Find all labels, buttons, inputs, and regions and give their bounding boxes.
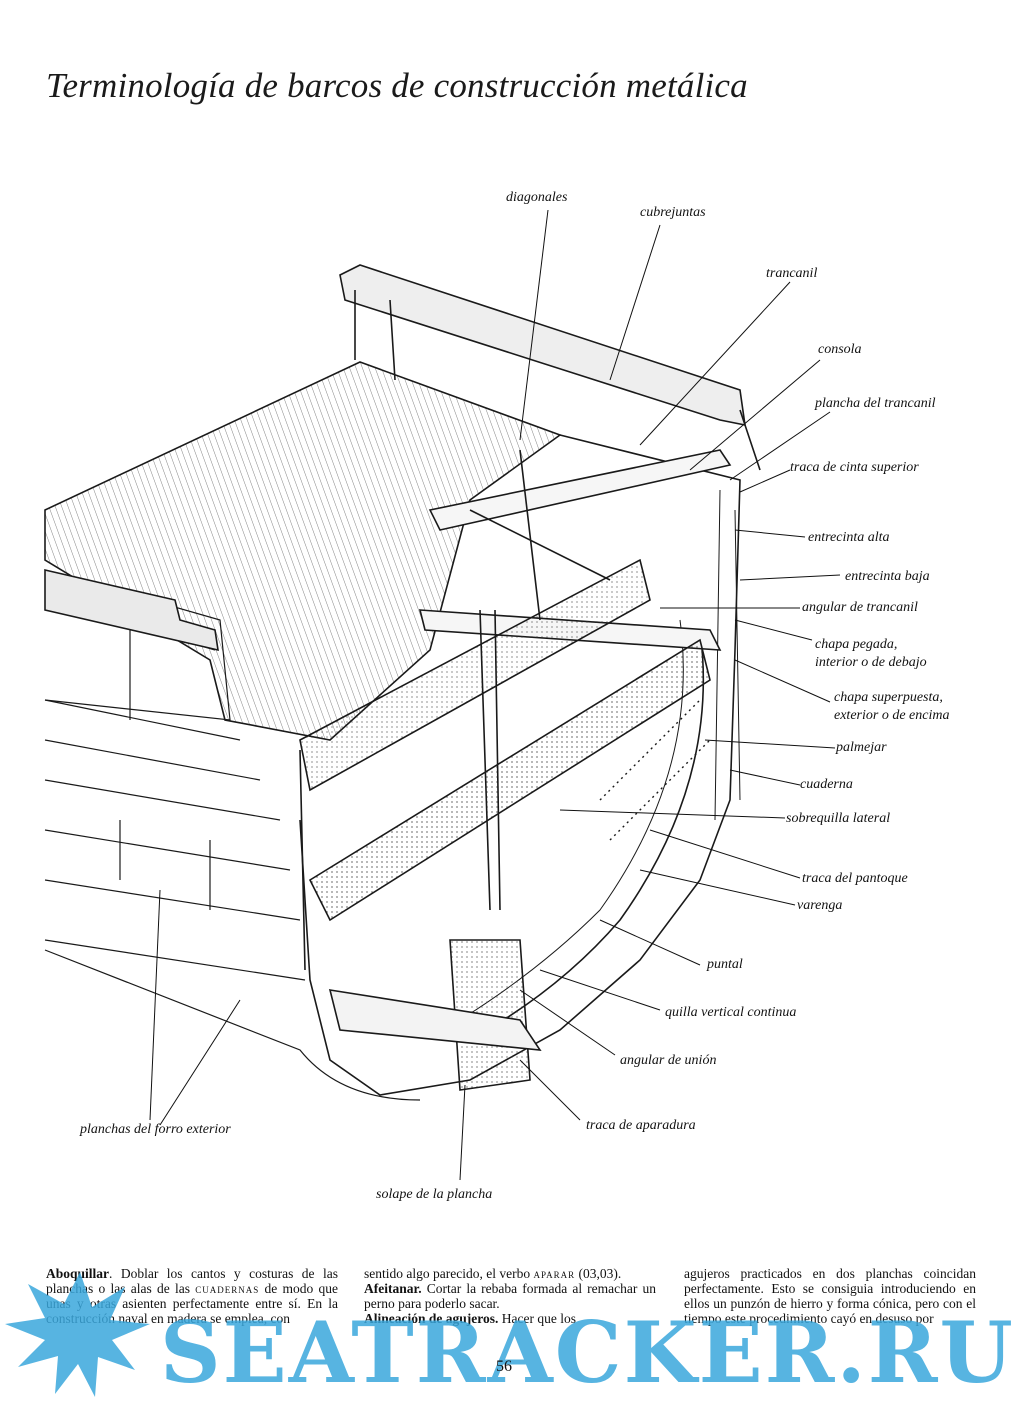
glossary-column-2: sentido algo parecido, el verbo aparar (… bbox=[364, 1266, 656, 1326]
term-afeitanar: Afeitanar. bbox=[364, 1281, 422, 1296]
ship-cross-section-drawing bbox=[44, 209, 841, 1181]
label-trancanil: trancanil bbox=[766, 266, 818, 281]
label-puntal: puntal bbox=[707, 957, 743, 972]
label-cuaderna: cuaderna bbox=[800, 777, 853, 792]
hull-side bbox=[299, 434, 741, 1096]
label-planchas-forro: planchas del forro exterior bbox=[80, 1122, 231, 1137]
label-entrecinta-alta: entrecinta alta bbox=[808, 530, 890, 545]
term-alineacion: Alineación de agujeros. bbox=[364, 1311, 499, 1326]
col3-text: agujeros practicados en dos planchas coi… bbox=[684, 1266, 976, 1326]
col2-text-b: (03,03). bbox=[575, 1266, 622, 1281]
diagonal-braces bbox=[469, 449, 611, 621]
label-diagonales: diagonales bbox=[506, 190, 568, 205]
glossary-column-1: Aboquillar. Doblar los cantos y costuras… bbox=[46, 1266, 338, 1326]
label-angular-union: angular de unión bbox=[620, 1053, 717, 1068]
label-chapa-superpuesta: chapa superpuesta, bbox=[834, 690, 943, 705]
col2-text-d: Hacer que los bbox=[498, 1311, 576, 1326]
label-traca-cinta: traca de cinta superior bbox=[790, 460, 919, 475]
label-consola: consola bbox=[818, 342, 862, 357]
label-traca-aparadura: traca de aparadura bbox=[586, 1118, 696, 1133]
label-solape: solape de la plancha bbox=[376, 1187, 493, 1202]
page-title: Terminología de barcos de construcción m… bbox=[46, 66, 748, 105]
label-cubrejuntas: cubrejuntas bbox=[640, 205, 706, 220]
ref-aparar: aparar bbox=[533, 1266, 576, 1281]
lower-deck bbox=[308, 638, 711, 922]
leader-lines bbox=[149, 209, 841, 1181]
page-number: 56 bbox=[496, 1358, 512, 1375]
side-rail bbox=[44, 568, 219, 652]
glossary-column-3: agujeros practicados en dos planchas coi… bbox=[684, 1266, 976, 1326]
label-plancha-trancanil: plancha del trancanil bbox=[815, 396, 936, 411]
label-palmejar: palmejar bbox=[836, 740, 887, 755]
term-aboquillar: Aboquillar bbox=[46, 1266, 110, 1281]
label-varenga: varenga bbox=[797, 898, 843, 913]
col2-text-c: Cortar la rebaba formada al remachar un … bbox=[364, 1281, 656, 1311]
col2-text-a: sentido algo parecido, el verbo bbox=[364, 1266, 534, 1281]
label-quilla: quilla vertical continua bbox=[665, 1005, 797, 1020]
pillars bbox=[299, 609, 501, 971]
ref-cuadernas: cuadernas bbox=[195, 1281, 260, 1296]
label-chapa-superpuesta-2: exterior o de encima bbox=[834, 708, 950, 723]
label-chapa-pegada-2: interior o de debajo bbox=[815, 655, 927, 670]
label-traca-pantoque: traca del pantoque bbox=[802, 871, 908, 886]
label-angular-trancanil: angular de trancanil bbox=[802, 600, 918, 615]
label-sobrequilla: sobrequilla lateral bbox=[786, 811, 891, 826]
outer-plating-strakes bbox=[44, 569, 421, 1101]
upper-beam bbox=[428, 449, 732, 531]
label-chapa-pegada: chapa pegada, bbox=[815, 637, 898, 652]
label-entrecinta-baja: entrecinta baja bbox=[845, 569, 930, 584]
